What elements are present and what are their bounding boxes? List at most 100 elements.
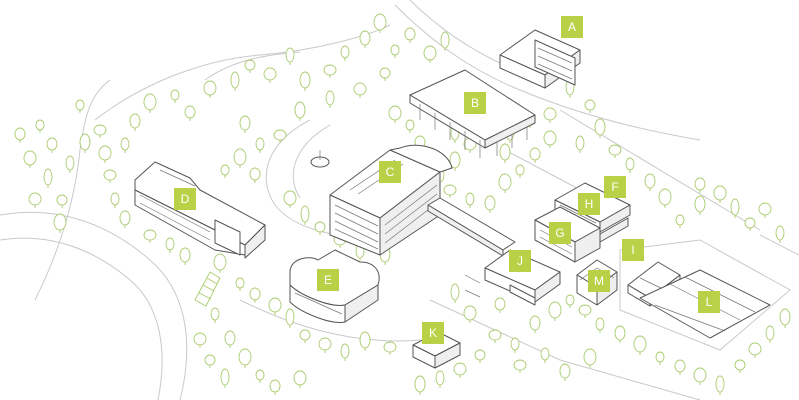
- tree: [238, 348, 252, 368]
- tree: [730, 198, 740, 218]
- tree: [340, 343, 350, 361]
- tree: [510, 337, 520, 353]
- tree: [255, 137, 265, 153]
- tree: [230, 71, 240, 91]
- building-c[interactable]: [329, 144, 453, 256]
- tree: [93, 124, 107, 138]
- tree: [515, 164, 525, 178]
- marker-a-label: A: [568, 20, 576, 34]
- marker-b-label: B: [471, 96, 479, 110]
- road-west-inner: [0, 237, 163, 400]
- marker-g[interactable]: G: [549, 222, 571, 244]
- marker-c[interactable]: C: [379, 161, 401, 183]
- tree: [129, 113, 141, 131]
- marker-l-label: L: [706, 295, 713, 309]
- tree: [633, 335, 647, 355]
- tree: [233, 148, 247, 168]
- tree: [694, 195, 706, 215]
- marker-h-label: H: [585, 197, 594, 211]
- tree: [79, 133, 91, 153]
- marker-m[interactable]: M: [588, 270, 610, 292]
- markers: A B C D E F G H I J K L M: [174, 16, 720, 344]
- marker-c-label: C: [386, 165, 395, 179]
- tree: [14, 127, 26, 143]
- road-south: [239, 299, 421, 342]
- tree: [359, 331, 371, 351]
- tree: [595, 317, 605, 333]
- tree: [249, 167, 261, 183]
- tree: [779, 308, 791, 328]
- tree: [283, 190, 297, 208]
- tree: [314, 221, 326, 235]
- tree: [388, 105, 402, 123]
- tree: [449, 151, 461, 171]
- tree: [255, 369, 265, 383]
- tree: [359, 30, 371, 48]
- building-d[interactable]: [134, 161, 266, 259]
- tree: [379, 67, 391, 81]
- road-east-lower: [429, 299, 701, 400]
- marker-l[interactable]: L: [698, 291, 720, 313]
- tree: [484, 195, 496, 213]
- tree: [340, 45, 350, 61]
- tree: [548, 301, 562, 321]
- tree: [608, 144, 622, 158]
- tree: [193, 332, 207, 348]
- road-center-inner: [292, 124, 331, 199]
- tree: [693, 367, 707, 385]
- marker-g-label: G: [555, 226, 564, 240]
- tree: [453, 362, 467, 378]
- tree: [119, 210, 131, 228]
- tree: [46, 137, 58, 153]
- tree: [43, 168, 53, 188]
- road-northwest: [94, 24, 391, 121]
- tree: [300, 205, 310, 225]
- marker-f-label: F: [611, 180, 618, 194]
- tree: [559, 363, 571, 381]
- marker-i[interactable]: I: [622, 239, 644, 261]
- tree: [170, 89, 180, 103]
- marker-d[interactable]: D: [174, 188, 196, 210]
- tree: [423, 45, 437, 63]
- tree: [294, 101, 306, 121]
- tree: [543, 130, 557, 148]
- marker-h[interactable]: H: [578, 193, 600, 215]
- tree: [450, 283, 460, 303]
- marker-a[interactable]: A: [561, 16, 583, 38]
- building-a[interactable]: [499, 29, 581, 89]
- marker-e[interactable]: E: [317, 269, 339, 291]
- tree: [143, 229, 157, 243]
- tree: [625, 157, 635, 173]
- tree: [715, 375, 725, 395]
- tree: [499, 143, 511, 163]
- road-north-diagonal: [394, 4, 701, 141]
- tree: [674, 359, 686, 375]
- tree: [203, 80, 217, 98]
- marker-f[interactable]: F: [604, 176, 626, 198]
- road-west-loop: [0, 211, 188, 400]
- marker-j[interactable]: J: [509, 250, 531, 272]
- tree: [293, 370, 307, 388]
- tree: [390, 44, 400, 58]
- tree: [540, 347, 550, 363]
- tree: [614, 325, 626, 343]
- tree: [565, 294, 575, 308]
- tree: [239, 115, 251, 133]
- tree: [443, 184, 457, 198]
- tree: [299, 329, 311, 343]
- marker-b[interactable]: B: [464, 92, 486, 114]
- tree: [103, 169, 117, 183]
- tree: [404, 27, 416, 43]
- tree: [383, 341, 397, 355]
- tree: [463, 305, 477, 323]
- tree: [220, 164, 230, 178]
- tree: [204, 354, 216, 368]
- tree: [120, 137, 130, 153]
- marker-i-label: I: [631, 243, 634, 257]
- tree: [644, 173, 656, 191]
- marker-k[interactable]: K: [422, 322, 444, 344]
- tree: [405, 119, 415, 133]
- tree: [28, 192, 42, 208]
- tree: [325, 90, 335, 108]
